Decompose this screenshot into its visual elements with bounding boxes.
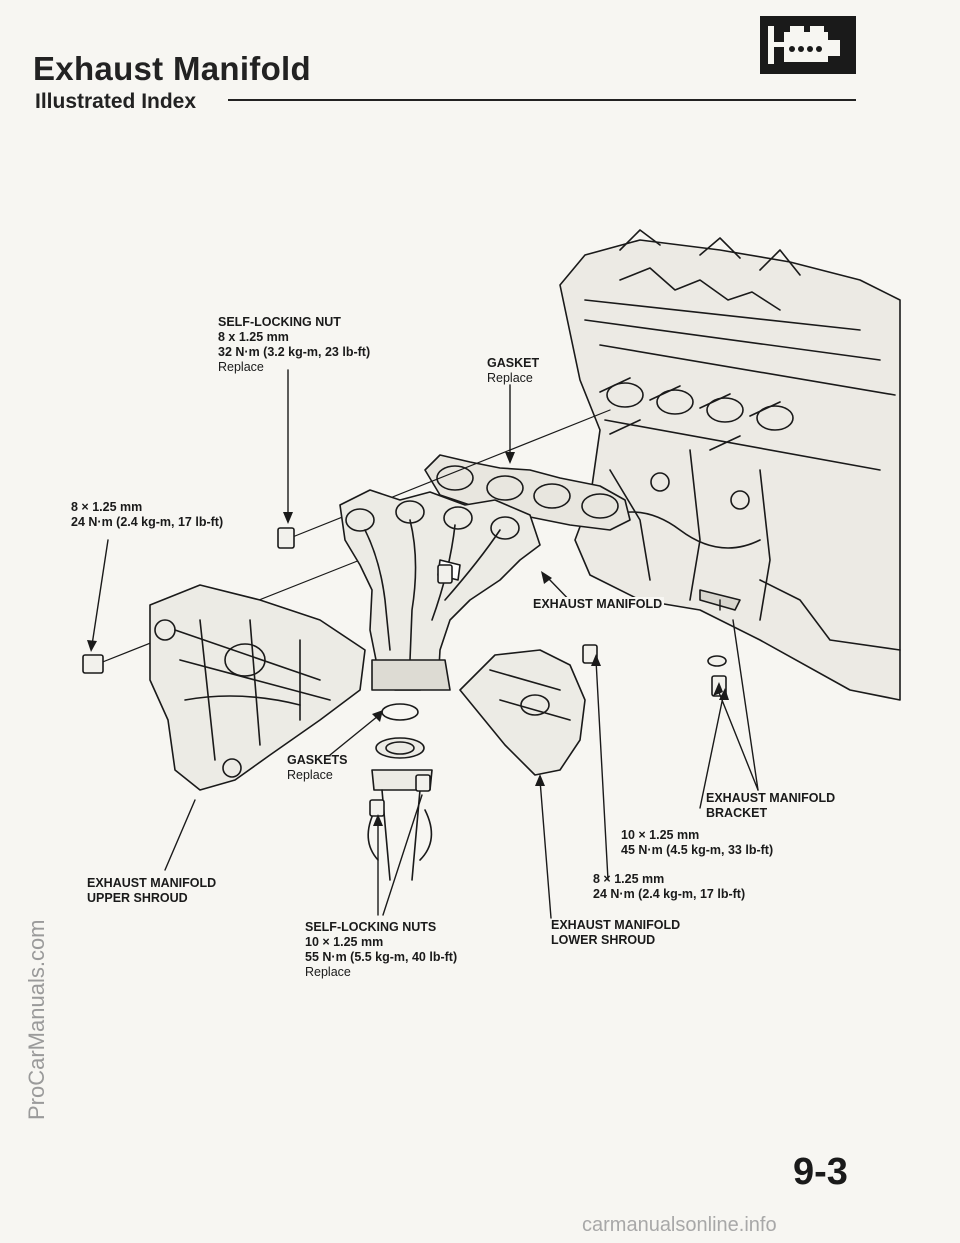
gaskets-name: GASKETS <box>287 753 348 767</box>
watermark-left: ProCarManuals.com <box>24 919 49 1120</box>
arrowheads <box>87 452 729 826</box>
manifold-studs <box>599 377 781 451</box>
gasket-note: Replace <box>487 371 533 385</box>
header-rule <box>228 99 856 101</box>
bracket-label: EXHAUST MANIFOLD BRACKET <box>706 791 835 821</box>
self-locking-nuts-size: 10 × 1.25 mm <box>305 935 384 949</box>
upper-shroud-label: EXHAUST MANIFOLD UPPER SHROUD <box>87 876 216 906</box>
gasket-name: GASKET <box>487 356 540 370</box>
bracket-line2: BRACKET <box>706 806 768 820</box>
self-locking-nuts-name: SELF-LOCKING NUTS <box>305 920 437 934</box>
self-locking-nut-name: SELF-LOCKING NUT <box>218 315 341 329</box>
exhaust-manifold-name: EXHAUST MANIFOLD <box>533 597 663 611</box>
self-locking-nuts-label: SELF-LOCKING NUTS 10 × 1.25 mm 55 N·m (5… <box>305 920 457 980</box>
lower-shroud-drawing <box>459 649 586 776</box>
gasket-label: GASKET Replace <box>487 356 539 386</box>
self-locking-nut-note: Replace <box>218 360 264 374</box>
leader-lines <box>91 369 759 919</box>
upper-shroud-bolt-torque: 24 N·m (2.4 kg-m, 17 lb-ft) <box>71 515 224 529</box>
bracket-bolt-label: 10 × 1.25 mm 45 N·m (4.5 kg-m, 33 lb-ft) <box>621 828 773 858</box>
lower-shroud-line2: LOWER SHROUD <box>551 933 656 947</box>
page-subtitle: Illustrated Index <box>35 90 197 113</box>
bracket-line1: EXHAUST MANIFOLD <box>706 791 836 805</box>
self-locking-nut-torque: 32 N·m (3.2 kg-m, 23 lb-ft) <box>218 345 371 359</box>
lower-shroud-line1: EXHAUST MANIFOLD <box>551 918 681 932</box>
upper-shroud-line1: EXHAUST MANIFOLD <box>87 876 217 890</box>
upper-shroud-line2: UPPER SHROUD <box>87 891 188 905</box>
gaskets-note: Replace <box>287 768 333 782</box>
page-title: Exhaust Manifold <box>33 50 311 87</box>
watermark-bottom: carmanualsonline.info <box>582 1214 777 1236</box>
self-locking-nut-label: SELF-LOCKING NUT 8 x 1.25 mm 32 N·m (3.2… <box>218 315 370 375</box>
gaskets-label: GASKETS Replace <box>287 753 347 783</box>
engine-block-drawing <box>559 229 901 701</box>
upper-shroud-bolt-size: 8 × 1.25 mm <box>71 500 143 514</box>
lower-shroud-bolt-torque: 24 N·m (2.4 kg-m, 17 lb-ft) <box>593 887 746 901</box>
lower-shroud-bolt-label: 8 × 1.25 mm 24 N·m (2.4 kg-m, 17 lb-ft) <box>593 872 745 902</box>
self-locking-nut-size: 8 x 1.25 mm <box>218 330 289 344</box>
exhaust-manifold-label: EXHAUST MANIFOLD <box>531 597 665 612</box>
self-locking-nuts-torque: 55 N·m (5.5 kg-m, 40 lb-ft) <box>305 950 458 964</box>
upper-shroud-bolt-label: 8 × 1.25 mm 24 N·m (2.4 kg-m, 17 lb-ft) <box>71 500 223 530</box>
lower-shroud-bolt-size: 8 × 1.25 mm <box>593 872 665 886</box>
bracket-bolt-size: 10 × 1.25 mm <box>621 828 700 842</box>
lower-shroud-label: EXHAUST MANIFOLD LOWER SHROUD <box>551 918 680 948</box>
bracket-bolt-torque: 45 N·m (4.5 kg-m, 33 lb-ft) <box>621 843 774 857</box>
page-number: 9-3 <box>793 1151 848 1193</box>
self-locking-nuts-note: Replace <box>305 965 351 979</box>
upper-shroud-drawing <box>149 584 366 791</box>
engine-icon <box>760 16 856 74</box>
